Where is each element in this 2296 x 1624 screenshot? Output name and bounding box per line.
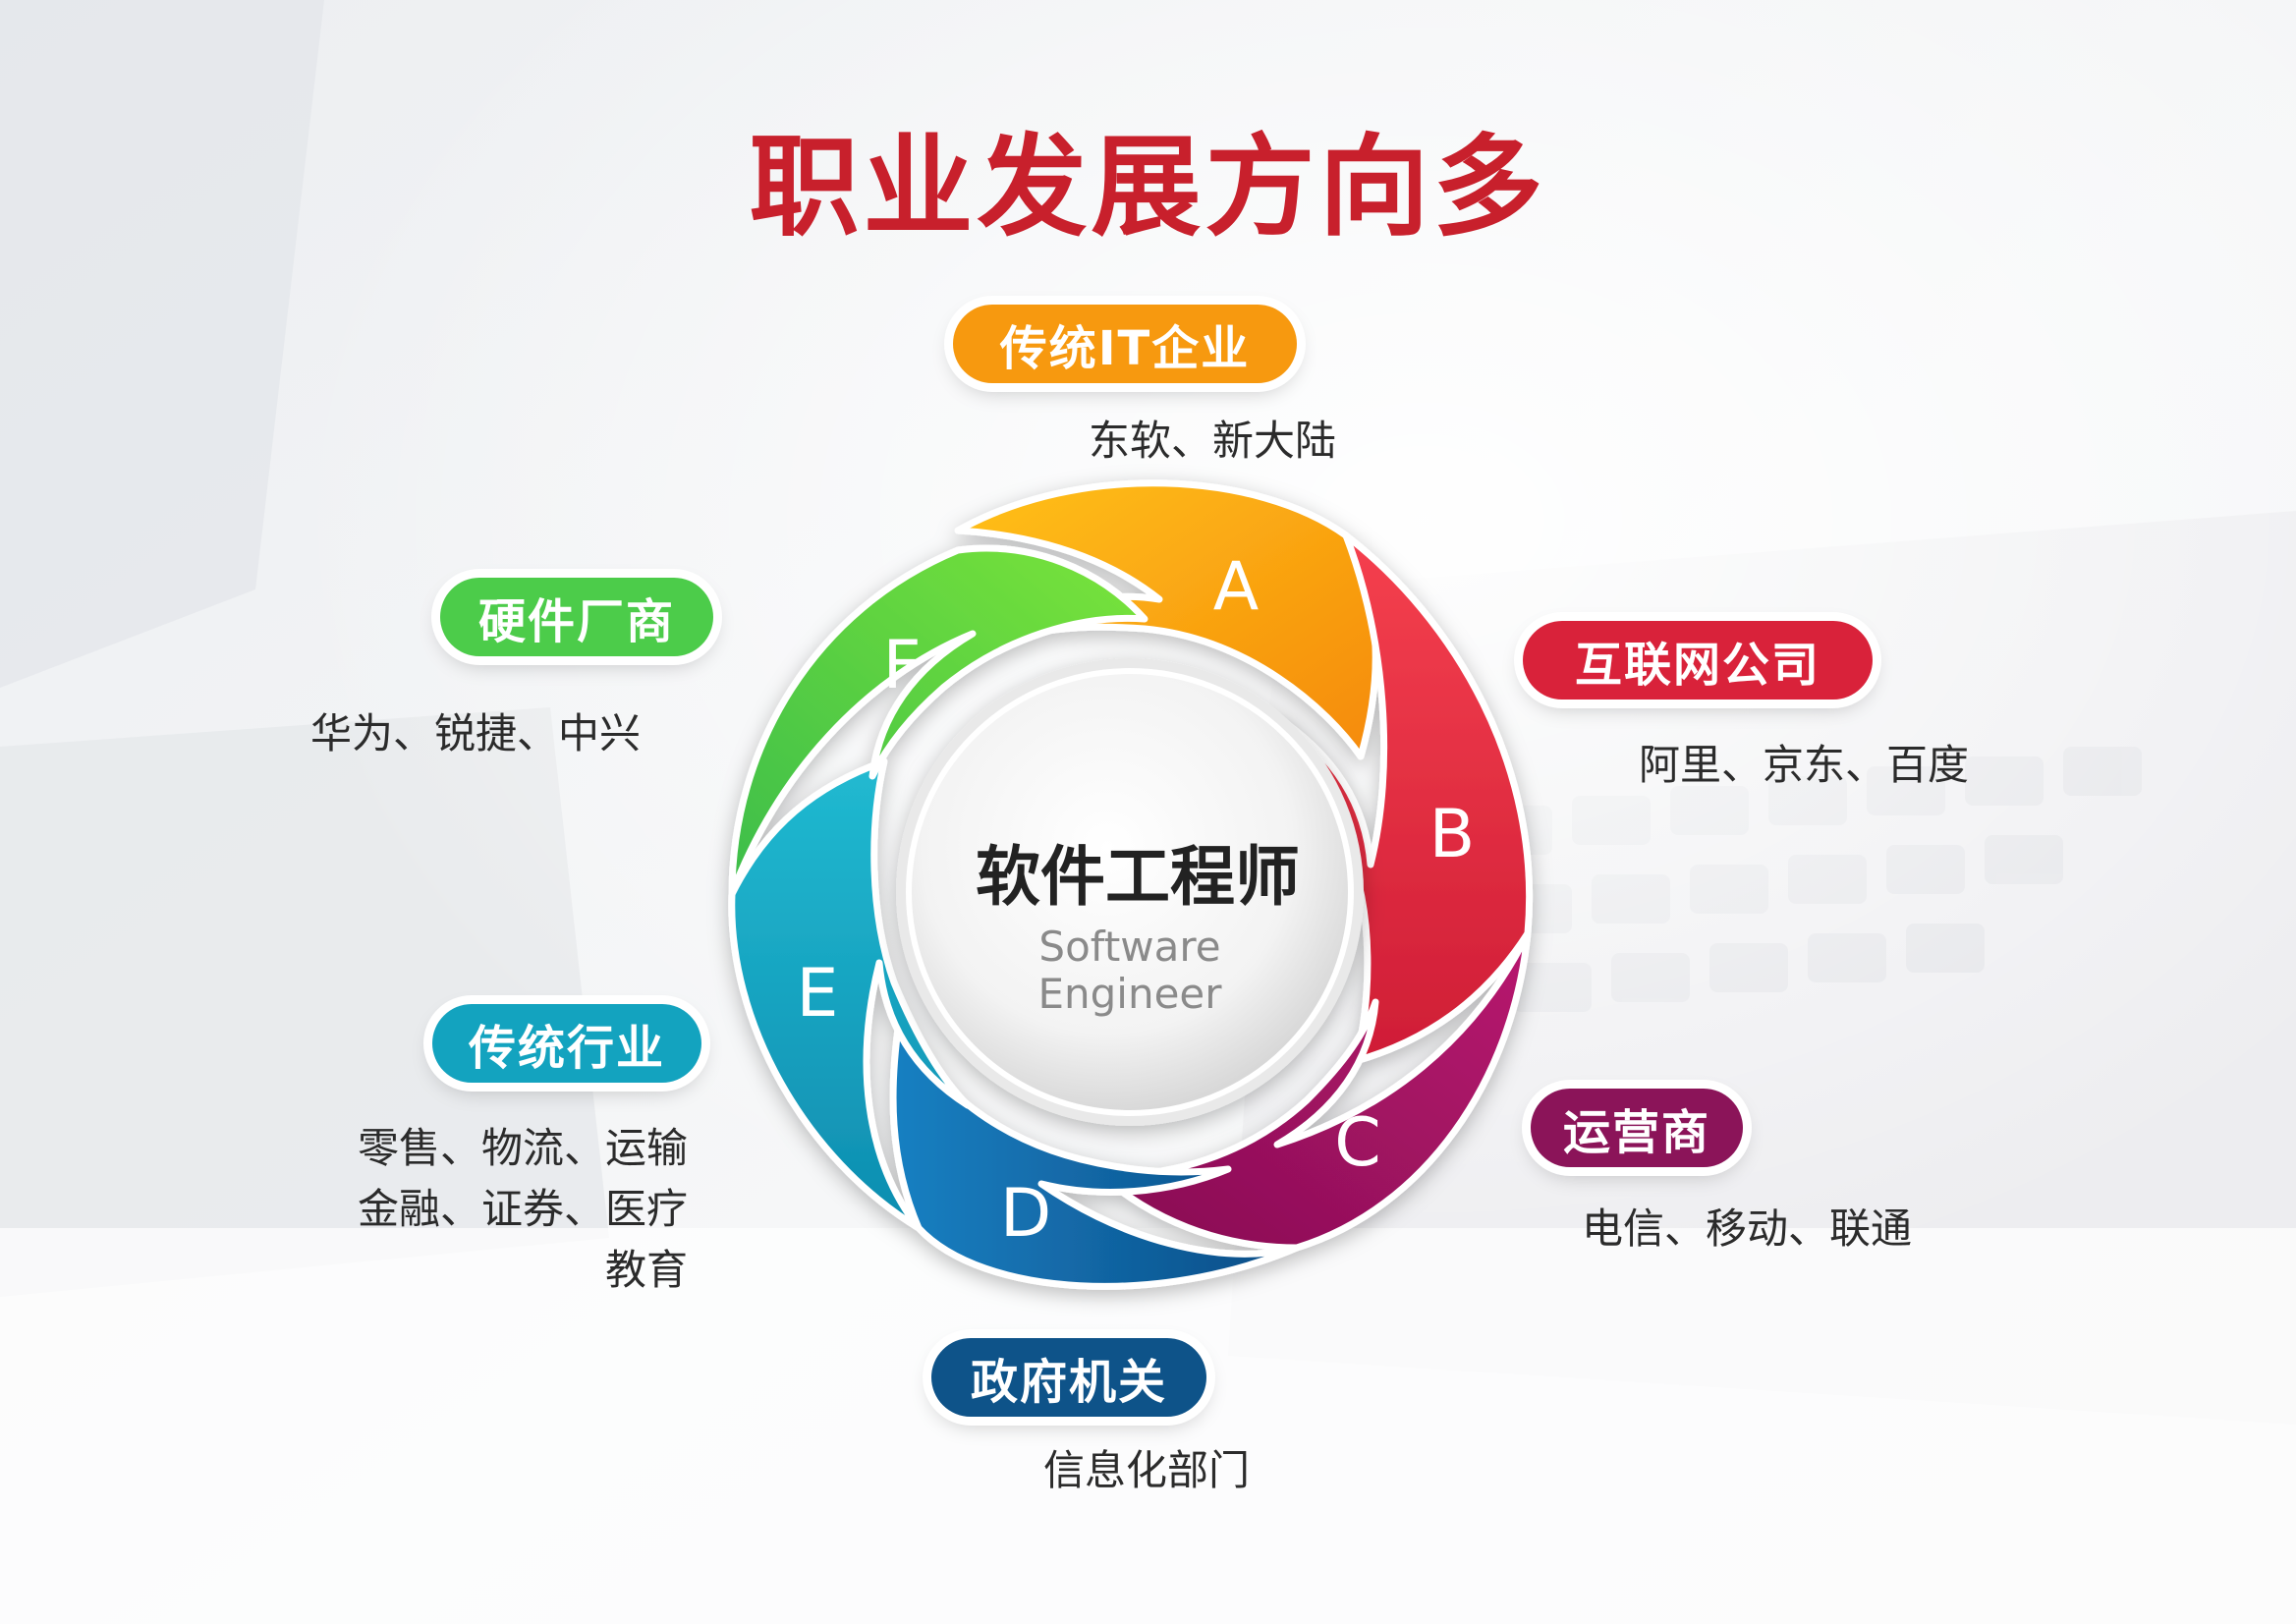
- category-desc-internet: 阿里、京东、百度: [1639, 741, 1970, 789]
- segment-e: [728, 757, 972, 1232]
- category-pill-traditional-industry: 传统行业: [432, 1004, 701, 1083]
- category-pill-hardware: 硬件厂商: [440, 578, 713, 656]
- category-pill-traditional-it: 传统IT企业: [953, 305, 1297, 383]
- category-desc-traditional-industry: 零售、物流、运输 金融、证券、医疗 教育: [357, 1124, 688, 1294]
- category-desc-government: 信息化部门: [1043, 1446, 1251, 1494]
- segment-d-letter: D: [1000, 1175, 1051, 1253]
- category-label: 政府机关: [970, 1355, 1167, 1410]
- segment-d: [889, 1018, 1301, 1290]
- category-desc-carrier: 电信、移动、联通: [1582, 1204, 1913, 1253]
- category-label: 传统行业: [468, 1021, 665, 1076]
- category-desc-hardware: 华为、锐捷、中兴: [310, 709, 642, 757]
- center-title-zh: 软件工程师: [976, 839, 1300, 915]
- center-title-en-2: Engineer: [1037, 970, 1222, 1018]
- category-label: 硬件厂商: [477, 594, 675, 649]
- segment-a-letter: A: [1213, 548, 1260, 626]
- segment-a: [954, 479, 1379, 760]
- page-title: 职业发展方向多: [749, 124, 1547, 252]
- category-pill-internet: 互联网公司: [1523, 621, 1873, 700]
- category-pill-carrier: 运营商: [1531, 1089, 1743, 1167]
- segment-f: [728, 544, 1148, 898]
- segment-e-letter: E: [797, 955, 839, 1033]
- category-label: 传统IT企业: [999, 321, 1251, 376]
- category-label: 互联网公司: [1574, 638, 1820, 693]
- segment-b-letter: B: [1429, 796, 1476, 873]
- category-label: 运营商: [1562, 1105, 1710, 1160]
- segment-f-letter: F: [882, 627, 921, 704]
- category-pill-government: 政府机关: [931, 1338, 1206, 1417]
- segment-c-letter: C: [1334, 1104, 1380, 1182]
- center-title-en-1: Software: [1038, 923, 1220, 971]
- category-desc-traditional-it: 东软、新大陆: [1089, 417, 1337, 465]
